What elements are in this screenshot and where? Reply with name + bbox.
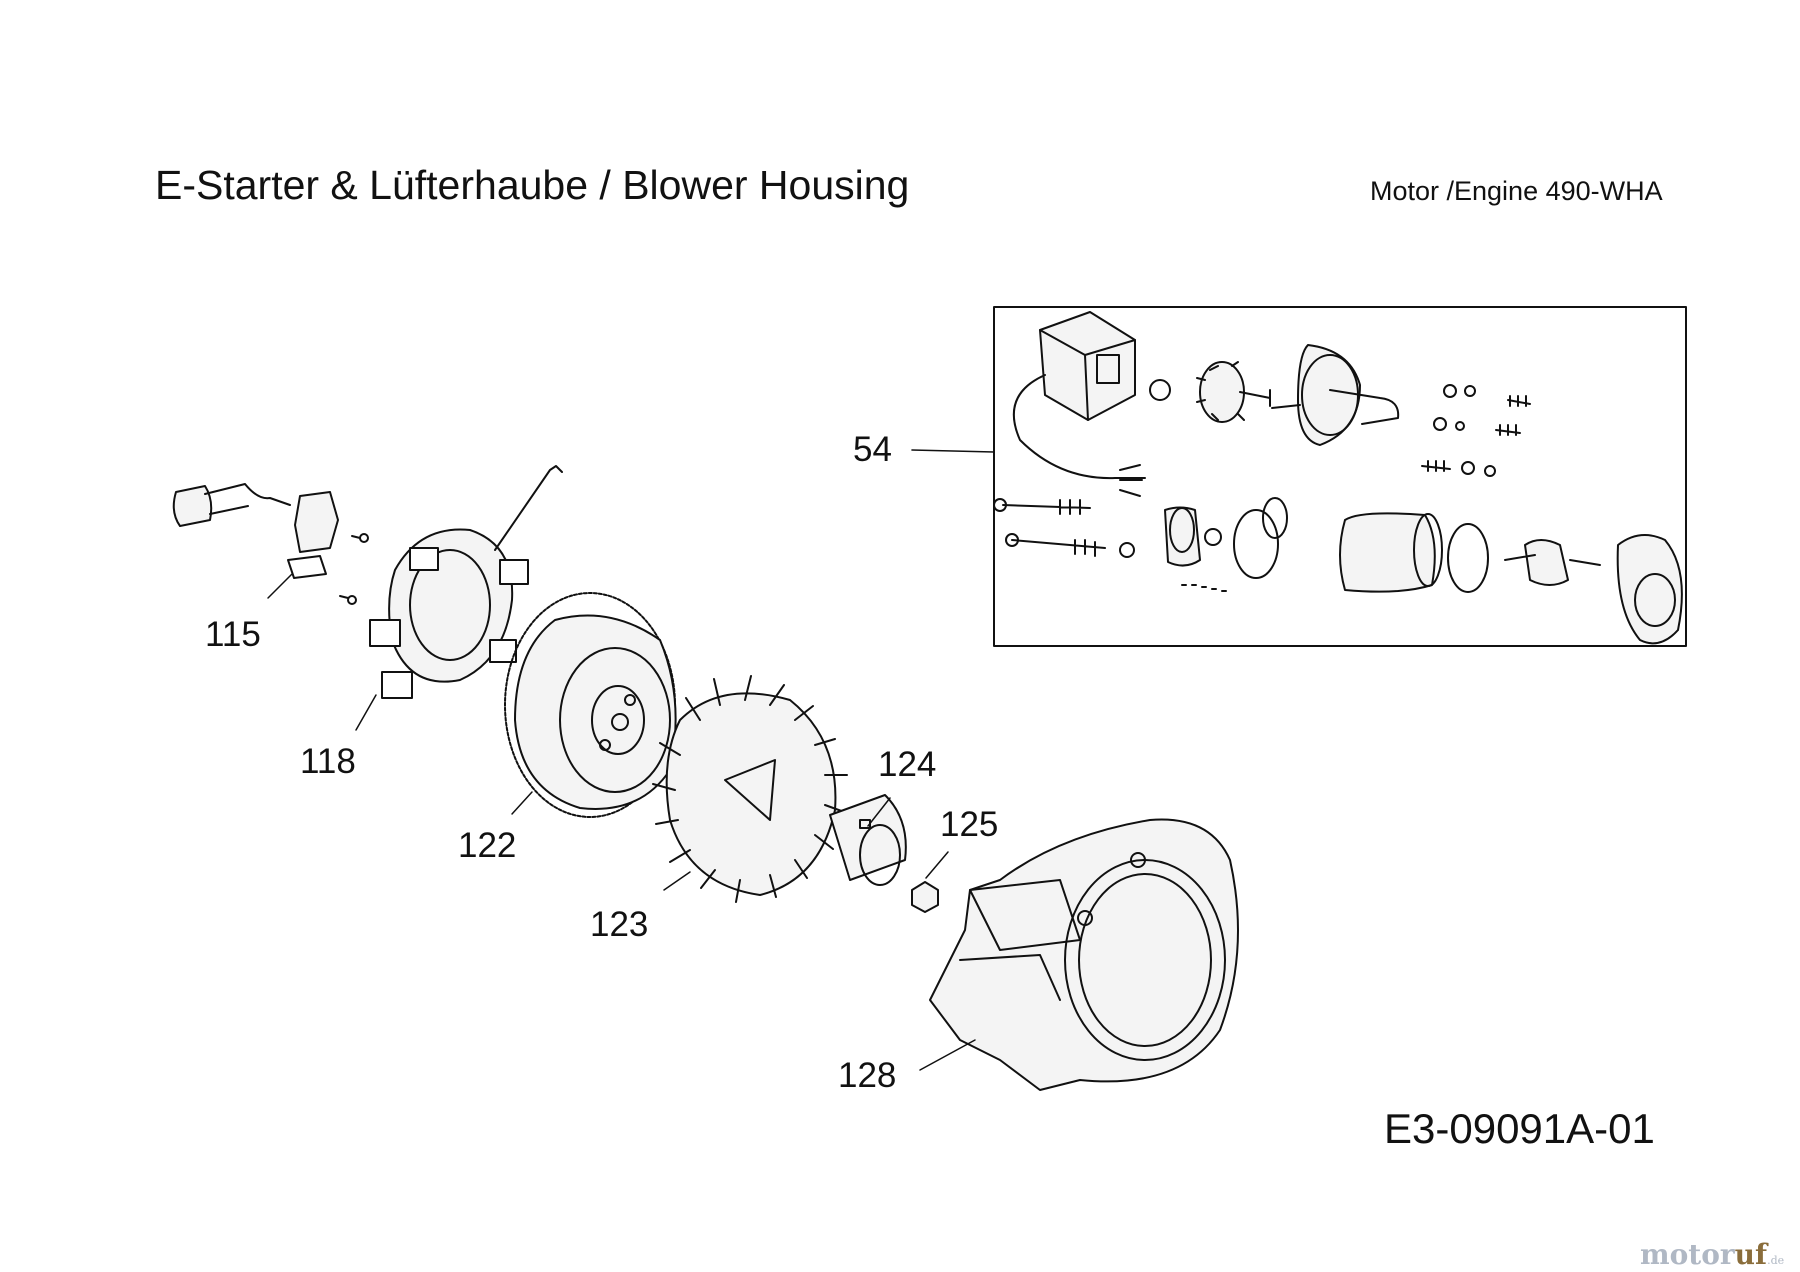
leader-125 (925, 851, 949, 879)
callout-118: 118 (300, 742, 356, 781)
flywheel-drawing (504, 592, 677, 818)
callout-123: 123 (590, 905, 649, 944)
diagram-code: E3-09091A-01 (1384, 1105, 1655, 1152)
watermark-logo: motoruf.de (1640, 1238, 1785, 1271)
fan-drawing (652, 675, 848, 903)
ignition-coil-drawing (172, 483, 369, 605)
leader-115 (267, 573, 293, 599)
blower-housing-drawing (929, 818, 1239, 1091)
leader-124 (867, 797, 891, 827)
callout-54: 54 (853, 430, 892, 469)
page-title: E-Starter & Lüfterhaube / Blower Housing (155, 162, 910, 208)
callout-125: 125 (940, 805, 999, 844)
callout-122: 122 (458, 826, 517, 865)
engine-model: Motor /Engine 490-WHA (1370, 176, 1663, 206)
callout-115: 115 (205, 615, 261, 654)
starter-cup-drawing (829, 794, 907, 886)
leader-118 (355, 694, 377, 731)
callout-124: 124 (878, 745, 937, 784)
leader-54 (911, 449, 995, 453)
starter-assembly-inset (993, 306, 1687, 647)
nut-drawing (911, 881, 939, 913)
leader-122 (511, 791, 533, 815)
leader-128 (919, 1039, 976, 1071)
leader-123 (663, 871, 691, 891)
callout-128: 128 (838, 1056, 897, 1095)
